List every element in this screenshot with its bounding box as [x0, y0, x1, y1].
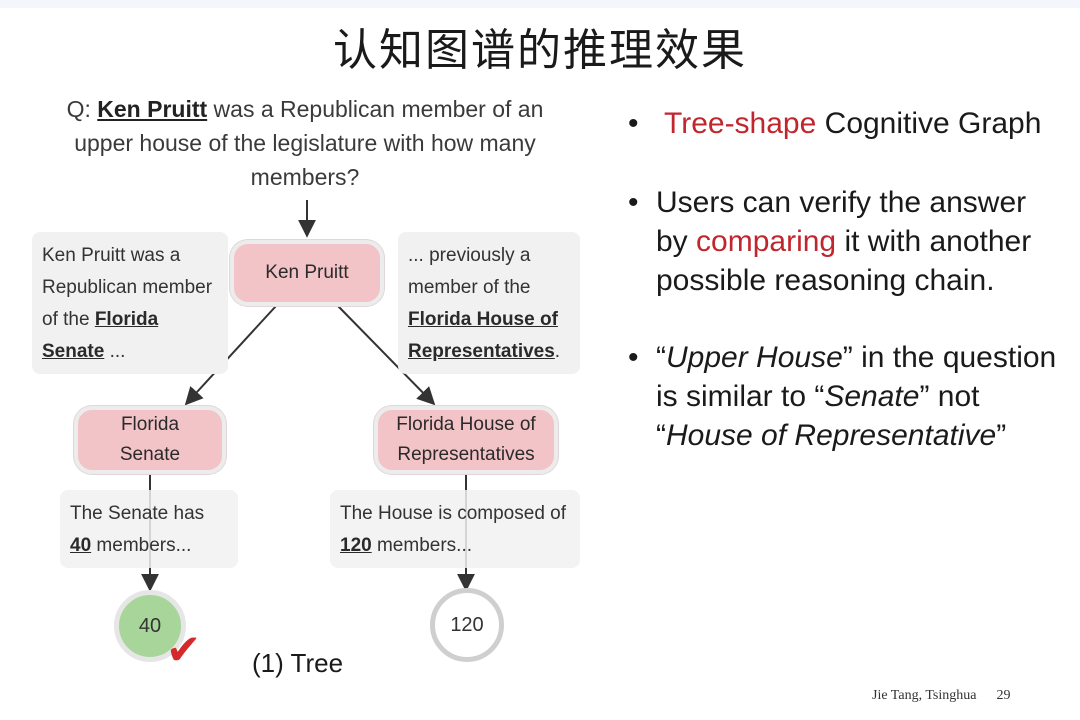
- answer-120-circle: 120: [430, 588, 504, 662]
- question-rest: was a Republican member of an upper hous…: [74, 96, 544, 190]
- left-context-post: ...: [104, 341, 126, 362]
- right-context-post: .: [554, 341, 561, 362]
- bullet-3-q1: “: [656, 341, 666, 374]
- left-fact-pre: The Senate has: [70, 503, 205, 524]
- right-context-pre: ... previously a member of the: [408, 245, 531, 298]
- bullet-1-text: Cognitive Graph: [816, 107, 1042, 140]
- bullet-dot-2: •: [628, 186, 639, 219]
- left-context-box: Ken Pruitt was a Republican member of th…: [32, 232, 228, 374]
- bullet-2-highlight: comparing: [696, 225, 837, 258]
- question-text: Q: Ken Pruitt was a Republican member of…: [60, 92, 550, 194]
- right-fact-num: 120: [340, 535, 372, 556]
- slide-title: 认知图谱的推理效果: [333, 25, 747, 76]
- left-fact-box: The Senate has 40 members...: [60, 490, 238, 568]
- bullet-3-t1: ” in the question is similar to “: [656, 341, 1057, 413]
- right-fact-post: members...: [371, 535, 473, 556]
- right-fact-pre: The House is composed of: [340, 503, 567, 524]
- right-context-link: Florida House of Representatives: [408, 309, 558, 362]
- left-fact-num: 40: [70, 535, 92, 556]
- question-prefix: Q:: [66, 96, 98, 122]
- bullet-3-t3: ”: [996, 419, 1007, 452]
- right-context-box: ... previously a member of the Florida H…: [398, 232, 580, 374]
- footer-author: Jie Tang, Tsinghua: [872, 688, 977, 703]
- bullet-list: • Tree-shape Cognitive Graph • Users can…: [628, 104, 1058, 477]
- bullet-3-italic-house: House of Representative: [666, 419, 997, 452]
- bullet-3-t2: ” not “: [656, 380, 980, 452]
- left-context-link: Florida Senate: [42, 309, 159, 362]
- bullet-1-highlight: Tree-shape: [664, 107, 817, 140]
- left-fact-post: members...: [91, 535, 192, 556]
- answer-40-circle: 40: [114, 590, 186, 662]
- bullet-dot-1: •: [628, 107, 639, 140]
- bullet-3-italic-upper-house: Upper House: [666, 341, 843, 374]
- bullet-dot-3: •: [628, 341, 639, 374]
- footer: Jie Tang, Tsinghua 29: [872, 688, 1010, 704]
- top-band: [0, 0, 1080, 8]
- checkmark-icon: ✔: [166, 625, 202, 674]
- footer-page-number: 29: [996, 688, 1011, 703]
- bullet-2: • Users can verify the answer by compari…: [628, 183, 1058, 300]
- node-florida-house: Florida House of Representatives: [374, 406, 558, 474]
- bullet-2-pre: Users can verify the answer by: [656, 186, 1027, 258]
- left-context-pre: Ken Pruitt was a Republican member of th…: [42, 245, 213, 330]
- bullet-1: • Tree-shape Cognitive Graph: [628, 104, 1058, 143]
- bullet-2-post: it with another possible reasoning chain…: [656, 225, 1032, 297]
- question-entity: Ken Pruitt: [97, 96, 208, 122]
- right-fact-box: The House is composed of 120 members...: [330, 490, 580, 568]
- bullet-3-italic-senate: Senate: [824, 380, 920, 413]
- bullet-3: • “Upper House” in the question is simil…: [628, 338, 1058, 455]
- figure-caption: (1) Tree: [252, 648, 344, 678]
- node-florida-senate: Florida Senate: [74, 406, 226, 474]
- node-ken-pruitt: Ken Pruitt: [230, 240, 384, 306]
